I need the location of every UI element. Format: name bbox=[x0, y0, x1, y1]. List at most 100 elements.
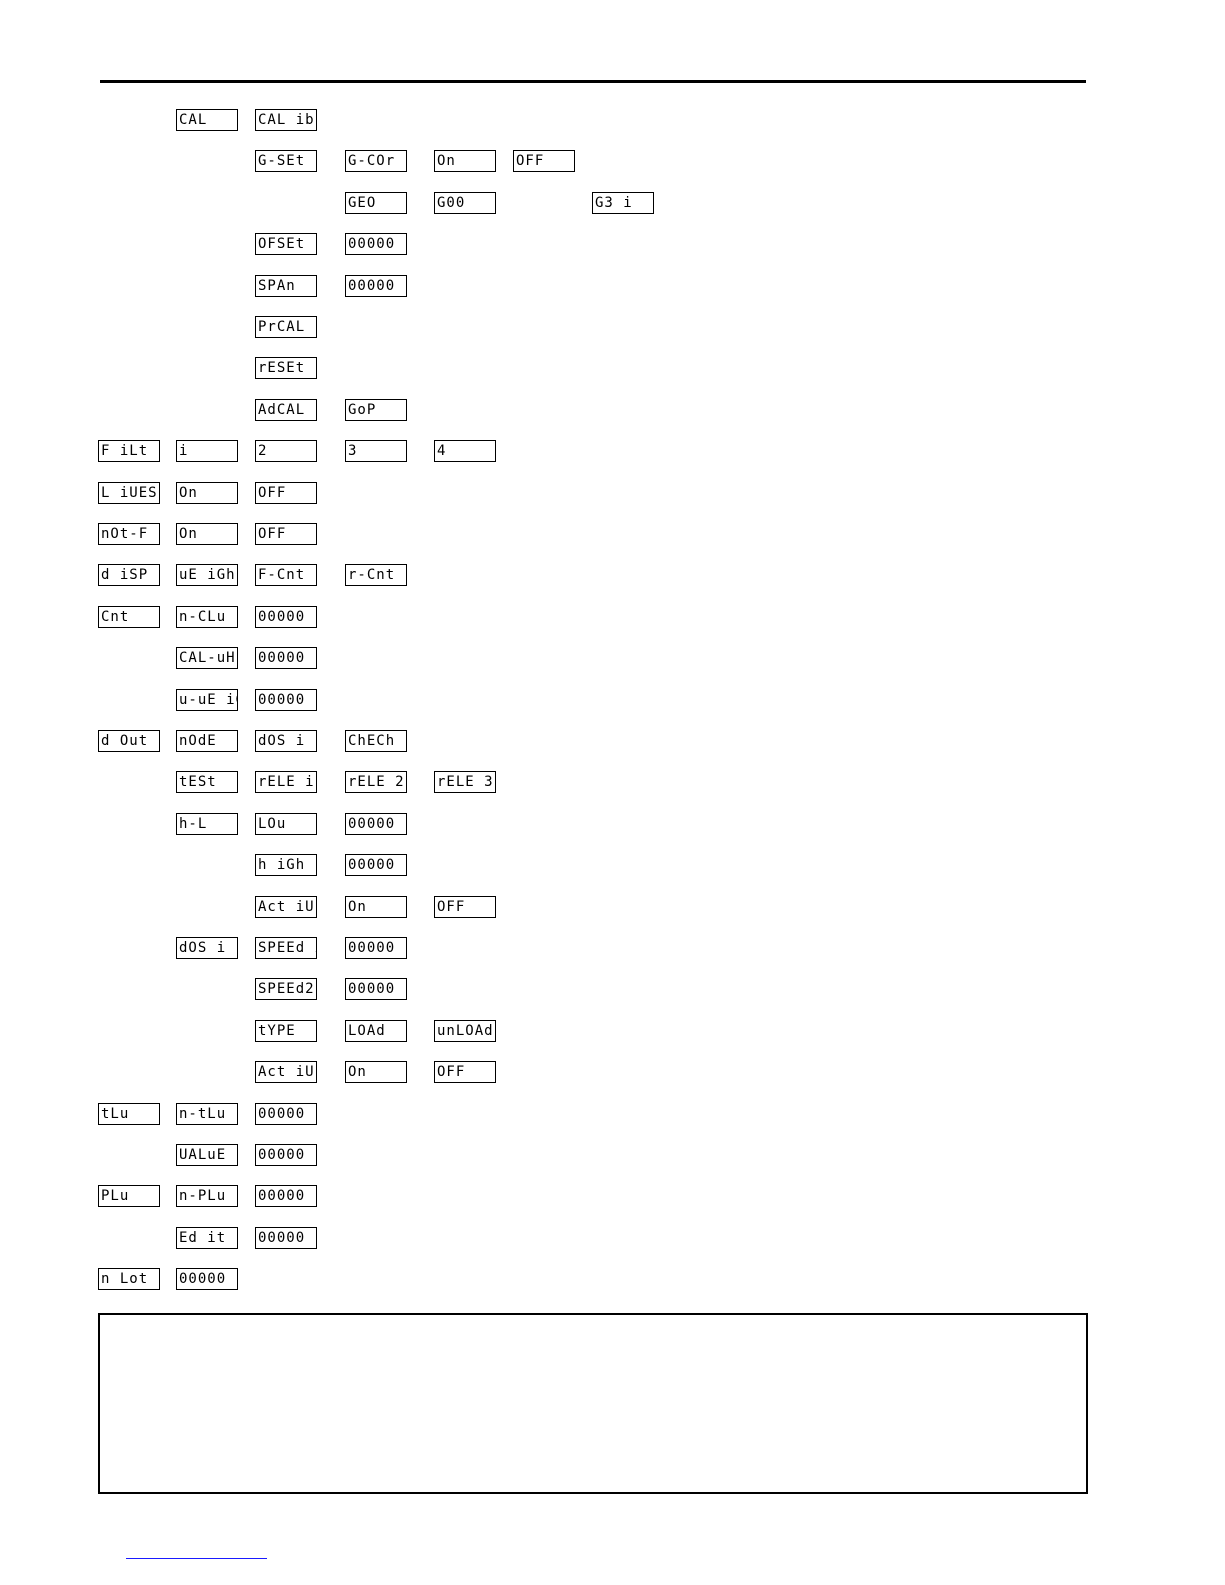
lcd-display-cell: r-Cnt bbox=[345, 564, 407, 586]
menu-row: OFSEt 00000 bbox=[0, 233, 1225, 257]
lcd-display-cell: F iLt bbox=[98, 440, 160, 462]
lcd-display-cell: 00000 bbox=[255, 1103, 317, 1125]
lcd-display-cell: 00000 bbox=[345, 275, 407, 297]
lcd-display-cell: 00000 bbox=[255, 1185, 317, 1207]
menu-row: UALuE 00000 bbox=[0, 1144, 1225, 1168]
lcd-display-cell: nOdE bbox=[176, 730, 238, 752]
menu-row: CAL-uH 00000 bbox=[0, 647, 1225, 671]
lcd-display-cell: 4 bbox=[434, 440, 496, 462]
lcd-display-cell: rESEt bbox=[255, 357, 317, 379]
lcd-display-cell: On bbox=[434, 150, 496, 172]
lcd-display-cell: G-SEt bbox=[255, 150, 317, 172]
lcd-display-cell: d Out bbox=[98, 730, 160, 752]
menu-row: h-L LOu 00000 bbox=[0, 813, 1225, 837]
notes-box bbox=[98, 1313, 1088, 1494]
lcd-display-cell: u-uE iG bbox=[176, 689, 238, 711]
footer-link-underline bbox=[126, 1558, 267, 1559]
menu-row: SPEEd2 00000 bbox=[0, 978, 1225, 1002]
lcd-display-cell: n Lot bbox=[98, 1268, 160, 1290]
menu-row: GEO G00 G3 i bbox=[0, 192, 1225, 216]
lcd-display-cell: 00000 bbox=[255, 606, 317, 628]
lcd-display-cell: PrCAL bbox=[255, 316, 317, 338]
lcd-display-cell: 2 bbox=[255, 440, 317, 462]
lcd-display-cell: G3 i bbox=[592, 192, 654, 214]
lcd-display-cell: On bbox=[345, 896, 407, 918]
lcd-display-cell: CAL bbox=[176, 109, 238, 131]
lcd-display-cell: rELE 2 bbox=[345, 771, 407, 793]
lcd-display-cell: dOS i bbox=[255, 730, 317, 752]
lcd-display-cell: tESt bbox=[176, 771, 238, 793]
lcd-display-cell: dOS i bbox=[176, 937, 238, 959]
lcd-display-cell: F-Cnt bbox=[255, 564, 317, 586]
lcd-display-cell: GoP bbox=[345, 399, 407, 421]
lcd-display-cell: G00 bbox=[434, 192, 496, 214]
lcd-display-cell: rELE i bbox=[255, 771, 317, 793]
lcd-display-cell: On bbox=[345, 1061, 407, 1083]
lcd-display-cell: Act iU bbox=[255, 896, 317, 918]
lcd-display-cell: OFF bbox=[255, 523, 317, 545]
lcd-display-cell: SPEEd2 bbox=[255, 978, 317, 1000]
lcd-display-cell: AdCAL bbox=[255, 399, 317, 421]
menu-row: d iSP uE iGh F-Cnt r-Cnt bbox=[0, 564, 1225, 588]
lcd-display-cell: OFSEt bbox=[255, 233, 317, 255]
lcd-display-cell: SPAn bbox=[255, 275, 317, 297]
menu-row: PrCAL bbox=[0, 316, 1225, 340]
menu-row: PLu n-PLu 00000 bbox=[0, 1185, 1225, 1209]
lcd-display-cell: Cnt bbox=[98, 606, 160, 628]
lcd-display-cell: UALuE bbox=[176, 1144, 238, 1166]
menu-row: tESt rELE i rELE 2 rELE 3 bbox=[0, 771, 1225, 795]
lcd-display-cell: uE iGh bbox=[176, 564, 238, 586]
menu-row: Cnt n-CLu 00000 bbox=[0, 606, 1225, 630]
lcd-display-cell: CAL ib bbox=[255, 109, 317, 131]
lcd-display-cell: nOt-F bbox=[98, 523, 160, 545]
lcd-display-cell: 00000 bbox=[345, 813, 407, 835]
menu-row: h iGh 00000 bbox=[0, 854, 1225, 878]
lcd-display-cell: SPEEd i bbox=[255, 937, 317, 959]
lcd-display-cell: rELE 3 bbox=[434, 771, 496, 793]
lcd-display-cell: OFF bbox=[434, 1061, 496, 1083]
lcd-display-cell: 00000 bbox=[345, 854, 407, 876]
lcd-display-cell: 00000 bbox=[255, 1227, 317, 1249]
menu-row: u-uE iG 00000 bbox=[0, 689, 1225, 713]
lcd-display-cell: tYPE bbox=[255, 1020, 317, 1042]
menu-row: rESEt bbox=[0, 357, 1225, 381]
lcd-display-cell: LOAd bbox=[345, 1020, 407, 1042]
lcd-display-cell: 00000 bbox=[176, 1268, 238, 1290]
lcd-display-cell: OFF bbox=[434, 896, 496, 918]
lcd-display-cell: tLu bbox=[98, 1103, 160, 1125]
lcd-display-cell: 00000 bbox=[255, 689, 317, 711]
lcd-display-cell: OFF bbox=[513, 150, 575, 172]
menu-row: n Lot 00000 bbox=[0, 1268, 1225, 1292]
lcd-display-cell: 00000 bbox=[255, 1144, 317, 1166]
lcd-display-cell: PLu bbox=[98, 1185, 160, 1207]
menu-row: tLu n-tLu 00000 bbox=[0, 1103, 1225, 1127]
menu-row: Act iU On OFF bbox=[0, 1061, 1225, 1085]
top-rule bbox=[100, 80, 1086, 83]
lcd-display-cell: 00000 bbox=[255, 647, 317, 669]
lcd-display-cell: unLOAd bbox=[434, 1020, 496, 1042]
lcd-display-cell: OFF bbox=[255, 482, 317, 504]
lcd-display-cell: n-tLu bbox=[176, 1103, 238, 1125]
lcd-display-cell: CAL-uH bbox=[176, 647, 238, 669]
lcd-display-cell: n-CLu bbox=[176, 606, 238, 628]
lcd-display-cell: 3 bbox=[345, 440, 407, 462]
lcd-display-cell: 00000 bbox=[345, 978, 407, 1000]
lcd-display-cell: Ed it bbox=[176, 1227, 238, 1249]
menu-row: Ed it 00000 bbox=[0, 1227, 1225, 1251]
lcd-display-cell: d iSP bbox=[98, 564, 160, 586]
lcd-display-cell: On bbox=[176, 482, 238, 504]
lcd-display-cell: 00000 bbox=[345, 233, 407, 255]
lcd-display-cell: GEO bbox=[345, 192, 407, 214]
menu-row: Act iU On OFF bbox=[0, 896, 1225, 920]
lcd-display-cell: LOu bbox=[255, 813, 317, 835]
lcd-display-cell: h-L bbox=[176, 813, 238, 835]
lcd-display-cell: h iGh bbox=[255, 854, 317, 876]
lcd-display-cell: On bbox=[176, 523, 238, 545]
lcd-display-cell: n-PLu bbox=[176, 1185, 238, 1207]
lcd-display-cell: Act iU bbox=[255, 1061, 317, 1083]
